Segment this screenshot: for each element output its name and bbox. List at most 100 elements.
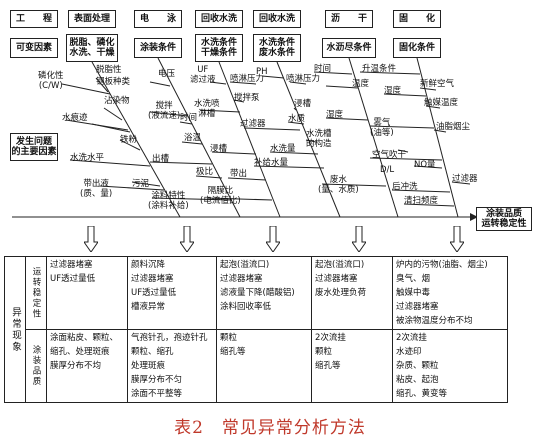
bone-label: 沾染物	[104, 96, 130, 106]
bone-label: 水洗水平	[70, 153, 105, 163]
bone-label: PH	[256, 67, 268, 77]
cell-line: 水迹印	[396, 347, 422, 357]
bone-label: NO量	[414, 160, 436, 170]
bone-label: 出槽	[152, 154, 170, 164]
bone-1	[91, 61, 181, 218]
bone-label: 喷淋压力	[230, 74, 265, 84]
target-box: 涂装品质 运转稳定性	[476, 207, 532, 231]
bone-label: 水洗槽 的构造	[306, 129, 332, 149]
bone-label: 水痕迹	[62, 113, 88, 123]
stability-cell: 炉内的污物(油脂、烟尘) 臭气、烟 触媒中毒 过滤器堵塞 被涂物温度分布不均	[392, 256, 508, 330]
bone-label: 磷化性 (C/W)	[38, 71, 64, 91]
process-header-4: 回收水洗	[253, 10, 301, 28]
bone-label: 油脂烟尘	[436, 122, 471, 132]
bone-label: 雾气 (油等)	[370, 118, 394, 138]
down-arrow-icon	[352, 226, 366, 252]
cell-line: 颗粒、缩孔	[131, 347, 174, 357]
bone-label: 污泥	[132, 179, 150, 189]
quality-cell: 2次流挂 颗粒 缩孔等	[311, 329, 393, 403]
quality-cell: 气孢针孔，孢迹针孔 颗粒、缩孔 处理斑痕 膜厚分布不匀 涂面不平整等	[127, 329, 217, 403]
cell-line: 槽液异常	[131, 302, 166, 312]
stability-cell: 起泡(溢流口) 过滤器堵塞 滤液量下降(醋酸铝) 涂料回收率低	[216, 256, 312, 330]
bone-label: 新鲜空气	[420, 79, 455, 89]
stability-cell: 过滤器堵塞 UF透过量低	[46, 256, 128, 330]
cell-line: 2次流挂	[396, 333, 427, 343]
cell-line: 处理斑痕	[131, 361, 166, 371]
bone-label: 喷淋压力	[286, 74, 321, 84]
cell-line: 杂质、颗粒	[396, 361, 439, 371]
bone-label: 浸槽	[294, 99, 312, 109]
cell-line: 颜料沉降	[131, 260, 166, 270]
cell-line: 起泡(溢流口)	[220, 260, 270, 270]
abnormality-table: 异常现象 运转稳定性 过滤器堵塞 UF透过量低 颜料沉降 过滤器堵塞 UF透过量…	[4, 256, 508, 403]
figure-caption: 表2 常见异常分析方法	[174, 418, 366, 438]
variable-box-4: 水洗条件 废水条件	[253, 34, 301, 62]
cell-line: 粘皮、起泡	[396, 375, 439, 385]
down-arrow-icon	[180, 226, 194, 252]
bone-label: 温度	[352, 79, 370, 89]
bone-label: 水洗量	[270, 144, 296, 154]
bone-label: 钢板种类	[96, 77, 131, 87]
bone-label: 时间	[180, 113, 198, 123]
cell-line: 颗粒	[315, 347, 333, 357]
stability-cell: 起泡(溢流口) 过滤器堵塞 废水处理负荷	[311, 256, 393, 330]
bone-4	[276, 61, 341, 218]
bone-2	[157, 57, 241, 218]
cell-line: 涂面粘皮、颗粒、	[50, 333, 119, 343]
cell-line: 臭气、烟	[396, 274, 431, 284]
cell-line: 缩孔、黄变等	[396, 389, 448, 399]
cell-line: 膜厚分布不匀	[131, 375, 183, 385]
variable-box-6: 固化条件	[393, 38, 441, 58]
bone-label: 过滤器	[240, 119, 266, 129]
process-header-1: 表面处理	[68, 10, 116, 28]
bone-label: 过滤器	[452, 174, 478, 184]
bone-label: 隔膜比 (电流值比)	[200, 186, 241, 206]
bone-label: 湿度	[326, 110, 344, 120]
process-header-6: 固 化	[393, 10, 441, 28]
bone-label: 时间	[314, 64, 332, 74]
cell-line: 涂面不平整等	[131, 389, 183, 399]
sub-label-quality: 涂装品质	[25, 329, 47, 403]
down-arrow-icon	[84, 226, 98, 252]
bone-label: 水质	[288, 114, 306, 124]
cell-line: 过滤器堵塞	[220, 274, 263, 284]
bone-label: 空气吹干	[372, 150, 407, 160]
bone-label: 脱脂性	[96, 65, 122, 75]
cell-line: 缩孔等	[220, 347, 246, 357]
cell-line: 过滤器堵塞	[131, 274, 174, 284]
cell-line: 气孢针孔，孢迹针孔	[131, 333, 208, 343]
cell-line: 滤液量下降(醋酸铝)	[220, 288, 295, 298]
cell-line: 废水处理负荷	[315, 288, 367, 298]
bone-6	[416, 57, 459, 218]
bone-label: D/L	[380, 165, 395, 175]
bone-label: 补给水量	[254, 158, 289, 168]
cell-line: 过滤器堵塞	[315, 274, 358, 284]
quality-cell: 涂面粘皮、颗粒、 缩孔、处理斑痕 膜厚分布不均	[46, 329, 128, 403]
bone-label: UF 滤过液	[190, 65, 216, 85]
cell-line: 缩孔等	[315, 361, 341, 371]
cell-line: 过滤器堵塞	[50, 260, 93, 270]
bone-label: 电压	[158, 69, 176, 79]
bone-label: 带出	[230, 169, 248, 179]
process-header-5: 沥 干	[325, 10, 373, 28]
cell-line: UF透过量低	[131, 288, 177, 298]
bone-label: 水洗喷 淋槽	[194, 99, 220, 119]
cell-line: 过滤器堵塞	[396, 302, 439, 312]
sub-label-stability: 运转稳定性	[25, 256, 47, 330]
bone-label: 浸槽	[210, 144, 228, 154]
bone-label: 极比	[196, 167, 214, 177]
bone-label: 带出液 (质、量)	[80, 179, 113, 199]
bone-label: 后冲洗	[392, 182, 418, 192]
bone-label: 搅拌泵	[234, 93, 260, 103]
bone-label: 搅拌 (液流速)	[148, 101, 181, 121]
bone-label: 清扫频度	[404, 196, 439, 206]
process-header-3: 回收水洗	[195, 10, 243, 28]
cell-line: 颗粒	[220, 333, 238, 343]
cell-line: 2次流挂	[315, 333, 346, 343]
bone-label: 涂料特性 (涂料补给)	[148, 191, 189, 211]
bone-label: 升温条件	[362, 64, 397, 74]
bone-label: 浴温	[184, 133, 202, 143]
quality-cell: 颗粒 缩孔等	[216, 329, 312, 403]
fishbone-diagram	[12, 57, 478, 221]
bone-label: 废水 (量、水质)	[318, 175, 359, 195]
